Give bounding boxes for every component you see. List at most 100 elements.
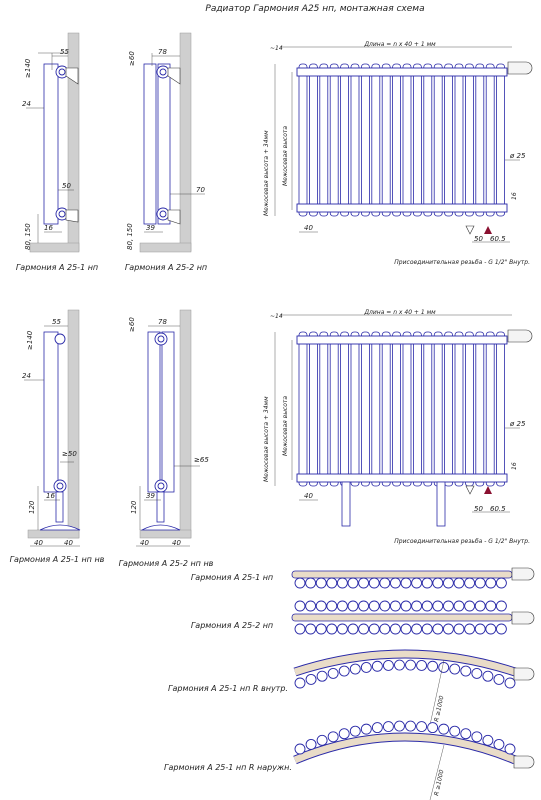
front-view-1: Длина = n x 40 + 1 мм ~14 Межосевая высо… — [263, 41, 533, 266]
radiator-tube — [381, 331, 391, 487]
thread-label: Присоединительная резьба - G 1/2" Внутр. — [394, 259, 530, 266]
tube-section — [382, 721, 394, 733]
radiator-body — [147, 331, 161, 493]
top-view-2: Гармония А 25-2 нп — [191, 600, 535, 635]
tube-section — [495, 577, 507, 589]
tube-section — [338, 728, 350, 740]
tube-section — [315, 623, 327, 635]
radiator-tube — [423, 63, 433, 217]
tube-section — [347, 600, 359, 612]
radiator-tube — [319, 331, 329, 487]
bracket — [167, 67, 181, 85]
tube-section — [405, 659, 416, 671]
side-view-caption: Гармония А 25-2 нп — [125, 263, 207, 272]
tube-section — [327, 667, 339, 679]
radiator-tube — [298, 63, 308, 217]
radiator-tube — [433, 63, 443, 217]
dim-label: 24 — [22, 372, 31, 380]
stand-base — [140, 524, 181, 531]
tube-section — [368, 577, 380, 589]
tube-section — [389, 600, 401, 612]
dim-label: ≥50 — [62, 450, 77, 458]
dim-label: ≥65 — [194, 456, 209, 464]
dim-label: 80, 150 — [24, 223, 32, 250]
tube-section — [453, 623, 465, 635]
radiator-tube — [329, 63, 339, 217]
tube-section — [442, 600, 454, 612]
inlet-arrow — [465, 225, 475, 235]
dim-label: 50 — [62, 182, 71, 190]
dim-label: 78 — [158, 318, 167, 326]
tube-section — [485, 600, 497, 612]
top-view-caption: Гармония А 25-1 нп R внутр. — [168, 684, 288, 693]
tube-section — [493, 738, 505, 750]
tube-section — [495, 600, 507, 612]
stand-base — [39, 524, 81, 531]
radiator-tube — [464, 331, 474, 487]
floor-stand — [55, 491, 64, 523]
offset-label: ~14 — [270, 45, 283, 52]
dim-label: 16 — [511, 462, 518, 470]
dim-label: 55 — [52, 318, 61, 326]
dim-label: 40 — [34, 539, 43, 547]
floor-leg — [436, 481, 446, 527]
curved-manifold — [293, 733, 517, 764]
tube-section — [338, 665, 350, 677]
radiator-tube — [381, 63, 391, 217]
tube-section — [411, 577, 423, 589]
tube-section — [438, 661, 450, 673]
thread-label: Присоединительная резьба - G 1/2" Внутр. — [394, 538, 530, 545]
thermostat-valve — [507, 61, 533, 75]
radiator-tube — [340, 63, 350, 217]
tube-section — [400, 577, 412, 589]
tube-section — [371, 660, 383, 672]
radiator-tube — [340, 331, 350, 487]
dim-label: 78 — [158, 48, 167, 56]
radiator-tube — [319, 63, 329, 217]
floor — [29, 242, 80, 253]
tube-section — [416, 659, 428, 671]
tube-section — [305, 600, 317, 612]
tube-section — [315, 577, 327, 589]
page-title: Радиатор Гармония А25 нп, монтажная схем… — [205, 4, 424, 14]
radiator-tube — [485, 331, 495, 487]
radius-label: R ≥1000 — [433, 695, 445, 722]
tube-section — [382, 659, 394, 671]
dim-label: 50 — [474, 505, 483, 513]
tube-section — [453, 577, 465, 589]
height-label: Межосевая высота + 34мм — [263, 130, 270, 216]
tube-section — [326, 623, 338, 635]
tube-section — [493, 673, 505, 685]
tube-section — [336, 577, 348, 589]
tube-section — [379, 623, 391, 635]
radiator-tube — [423, 331, 433, 487]
radiator-tube — [360, 63, 370, 217]
radiator-body — [143, 63, 157, 225]
tube-section — [379, 577, 391, 589]
tube-section — [389, 623, 401, 635]
offset-label: ~14 — [270, 313, 283, 320]
tube-section — [316, 670, 328, 682]
top-manifold — [296, 335, 508, 345]
radiator-tube — [329, 331, 339, 487]
tube-section — [294, 600, 306, 612]
tube-section — [294, 743, 306, 755]
radiator-tube — [454, 63, 464, 217]
dim-label: ≥140 — [26, 330, 34, 350]
tube-section — [358, 577, 370, 589]
length-label: Длина = n x 40 + 1 мм — [363, 41, 436, 48]
radiator-tube — [444, 63, 454, 217]
manifold-bar — [291, 613, 513, 622]
top-manifold — [296, 67, 508, 77]
top-view-caption: Гармония А 25-1 нп R наружн. — [164, 763, 292, 772]
dim-label: 120 — [28, 500, 36, 514]
dim-label: ≥140 — [24, 58, 32, 78]
tube-section — [327, 731, 339, 743]
wall — [67, 309, 80, 539]
height-label: Межосевая высота + 34мм — [263, 396, 270, 482]
tube-section — [504, 743, 516, 755]
radiator-tube — [454, 331, 464, 487]
wall — [179, 309, 192, 539]
tube-section — [449, 663, 461, 675]
radius-label: R ≥1000 — [433, 769, 445, 796]
